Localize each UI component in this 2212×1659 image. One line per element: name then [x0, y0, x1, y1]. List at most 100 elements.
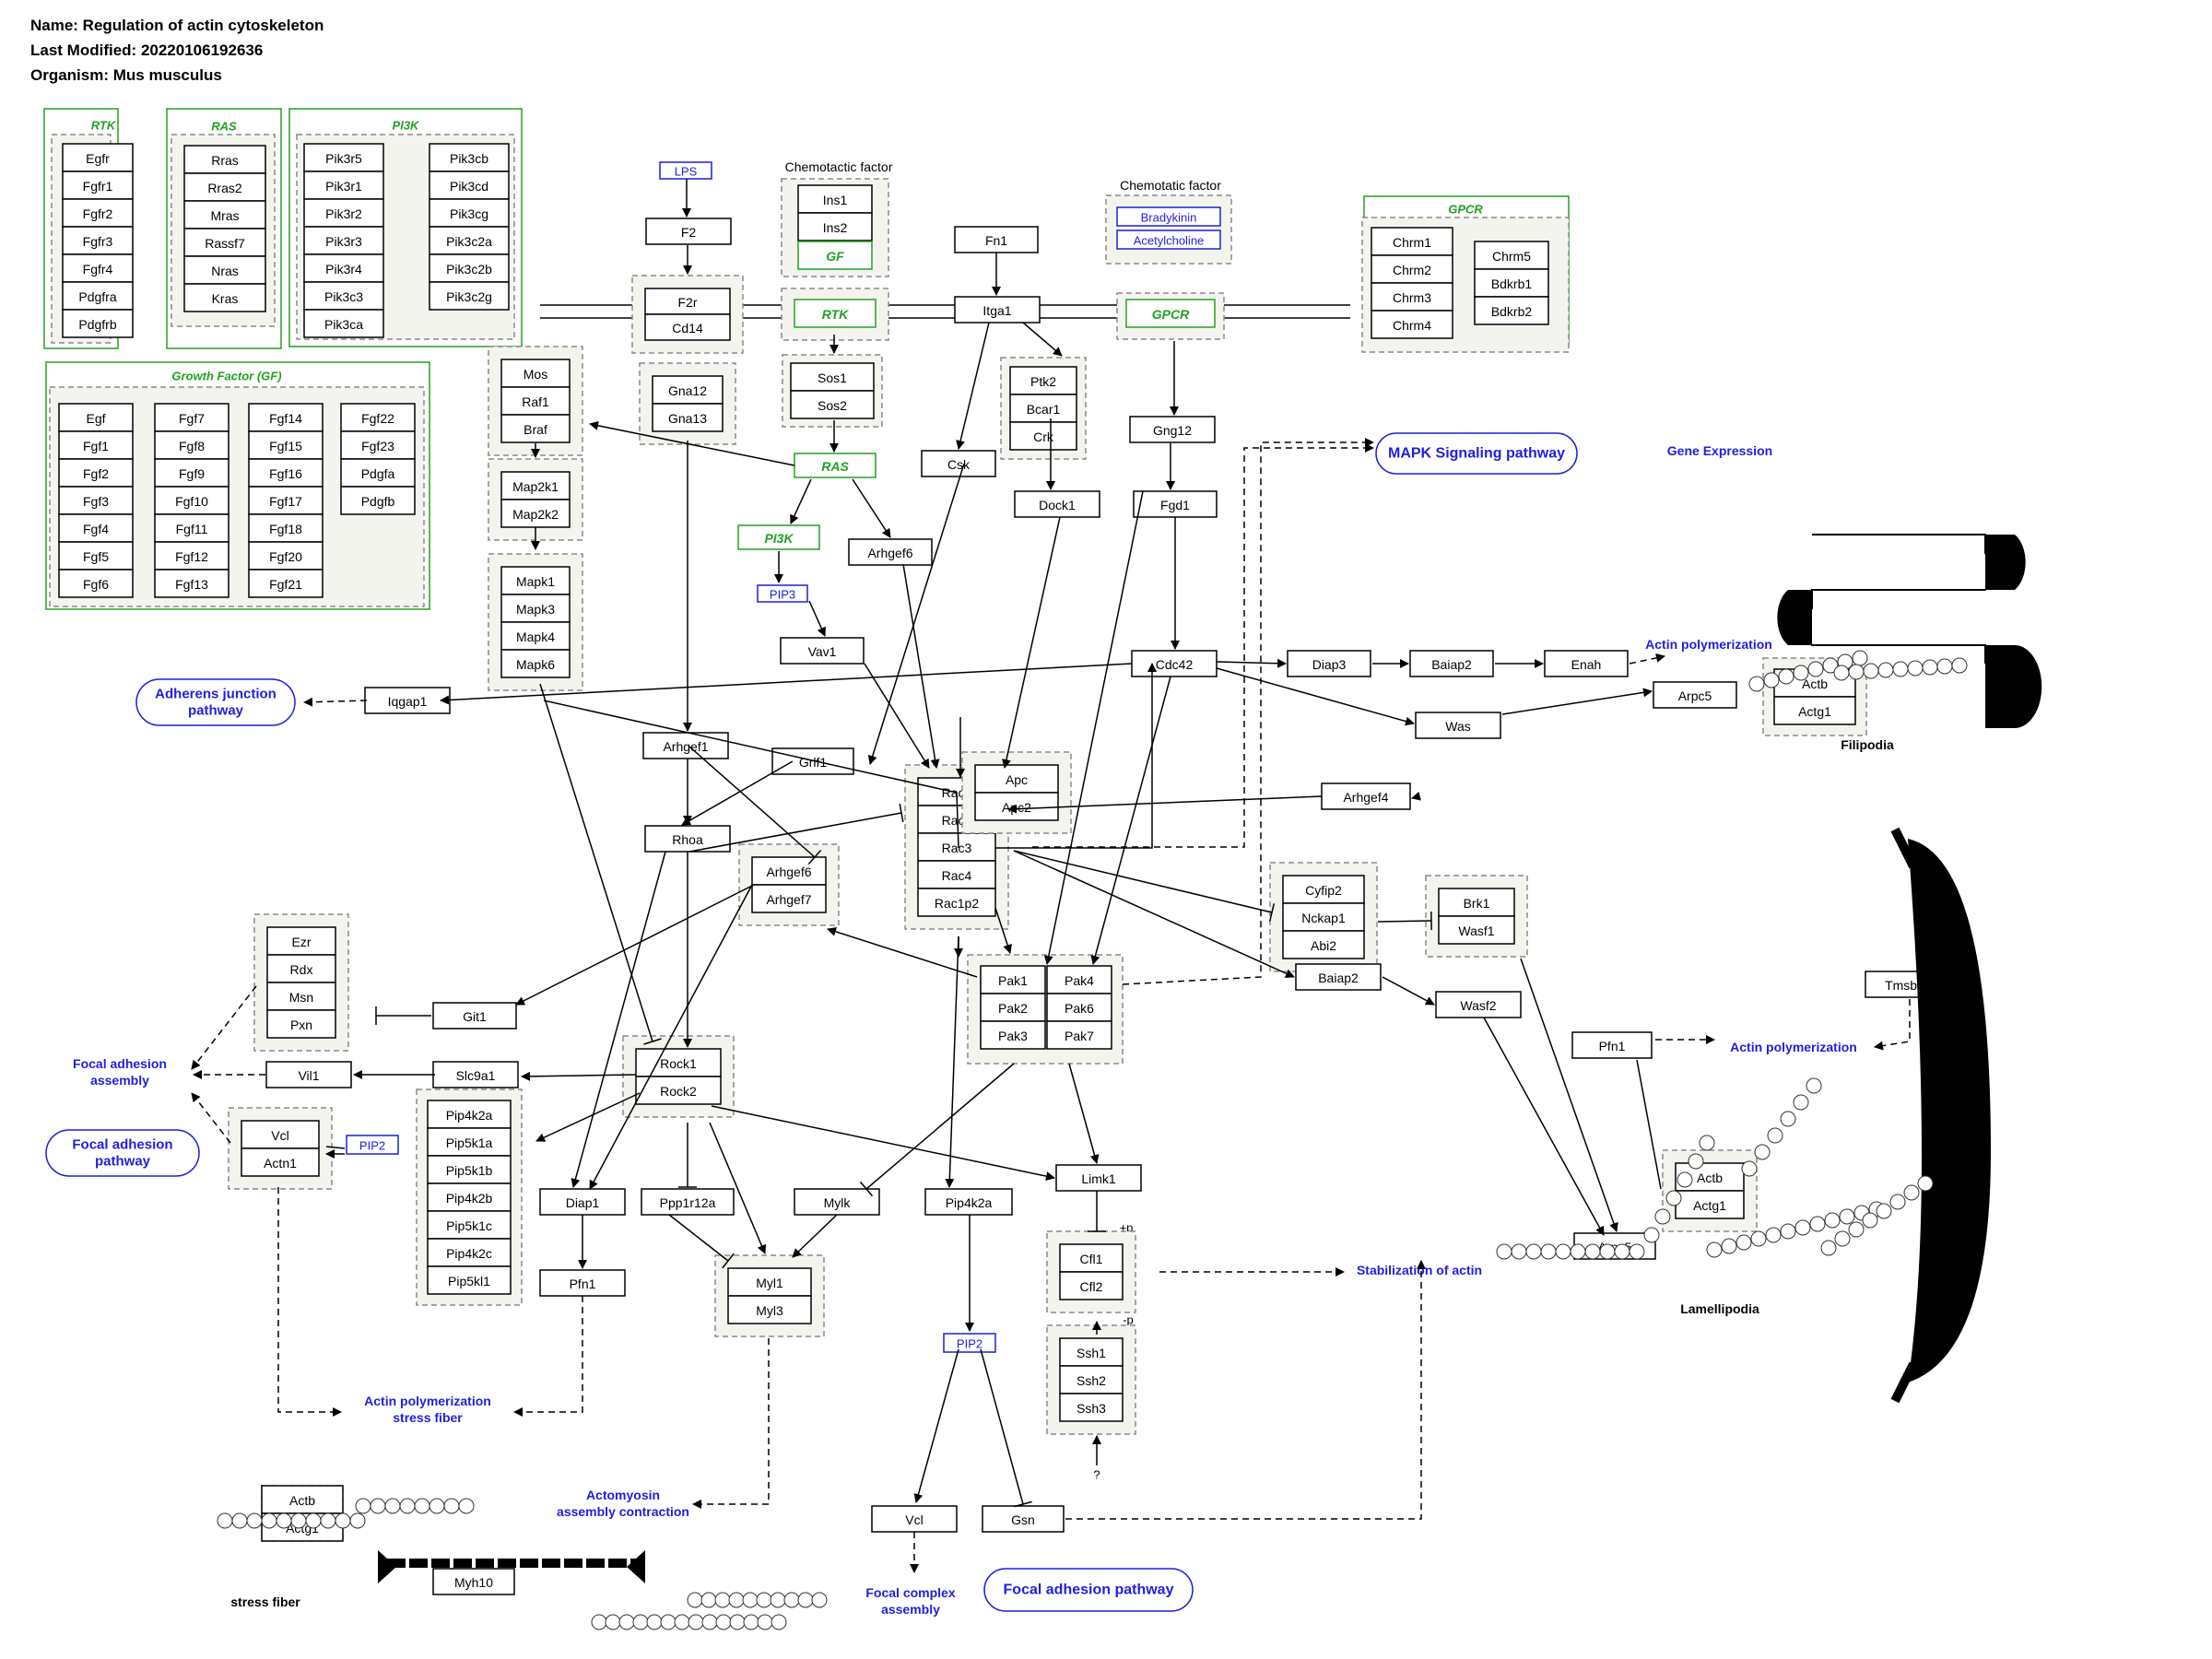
gene-fgfr3[interactable]: Fgfr3	[62, 226, 134, 255]
gene-pik3r1[interactable]: Pik3r1	[303, 171, 384, 200]
gene-git1[interactable]: Git1	[432, 1002, 517, 1030]
gene-mos[interactable]: Mos	[500, 359, 571, 388]
gene-grlf1[interactable]: Grlf1	[771, 747, 854, 775]
gene-arhgef6[interactable]: Arhgef6	[848, 538, 933, 566]
gene-gsn[interactable]: Gsn	[982, 1505, 1065, 1533]
gene-rac1p2[interactable]: Rac1p2	[917, 888, 996, 917]
gene-pip5k1a[interactable]: Pip5k1a	[427, 1127, 512, 1157]
gene-cyfip2[interactable]: Cyfip2	[1282, 875, 1365, 904]
gene-f2r[interactable]: F2r	[644, 288, 731, 315]
gene-apc2[interactable]: Apc2	[974, 792, 1059, 821]
gene-chrm2[interactable]: Chrm2	[1371, 254, 1453, 284]
gene-fgf7[interactable]: Fgf7	[154, 403, 229, 432]
gene-pxn[interactable]: Pxn	[266, 1009, 336, 1039]
gene-rassf7[interactable]: Rassf7	[183, 228, 266, 257]
green-node-rtk[interactable]: RTK	[794, 299, 877, 328]
gene-fgf8[interactable]: Fgf8	[154, 430, 229, 460]
gene-fgfr4[interactable]: Fgfr4	[62, 253, 134, 283]
gene-arhgef7[interactable]: Arhgef7	[751, 884, 827, 913]
gene-bdkrb2[interactable]: Bdkrb2	[1474, 296, 1549, 325]
gene-msn[interactable]: Msn	[266, 982, 336, 1011]
gene-pik3c3[interactable]: Pik3c3	[303, 281, 384, 311]
gene-ssh2[interactable]: Ssh2	[1059, 1365, 1124, 1394]
gene-actg1[interactable]: Actg1	[1675, 1190, 1745, 1219]
gene-pik3r5[interactable]: Pik3r5	[303, 143, 384, 172]
gene-rhoa[interactable]: Rhoa	[644, 825, 731, 853]
green-node-pi3k[interactable]: PI3K	[737, 524, 820, 550]
gene-fgf2[interactable]: Fgf2	[58, 458, 134, 488]
gene-pik3cg[interactable]: Pik3cg	[429, 198, 510, 228]
gene-pik3r2[interactable]: Pik3r2	[303, 198, 384, 228]
gene-cd14[interactable]: Cd14	[644, 313, 731, 341]
gene-slc9a1[interactable]: Slc9a1	[432, 1061, 519, 1088]
gene-dock1[interactable]: Dock1	[1014, 490, 1100, 518]
gene-fgd1[interactable]: Fgd1	[1133, 490, 1218, 518]
gene-iqgap1[interactable]: Iqgap1	[364, 687, 451, 714]
pathway-focal-adhesion-bottom[interactable]: Focal adhesion pathway	[983, 1568, 1194, 1612]
gene-diap1[interactable]: Diap1	[539, 1188, 626, 1216]
metabolite-acetylcholine[interactable]: Acetylcholine	[1116, 229, 1221, 250]
gene-fgf18[interactable]: Fgf18	[248, 513, 324, 543]
gene-pik3cb[interactable]: Pik3cb	[429, 143, 510, 172]
metabolite-pip2[interactable]: PIP2	[346, 1135, 399, 1155]
gene-arhgef6[interactable]: Arhgef6	[751, 856, 827, 886]
gene-ezr[interactable]: Ezr	[266, 926, 336, 956]
gene-chrm4[interactable]: Chrm4	[1371, 310, 1453, 339]
gene-bdkrb1[interactable]: Bdkrb1	[1474, 268, 1549, 298]
gene-braf[interactable]: Braf	[500, 414, 571, 443]
gene-fgf17[interactable]: Fgf17	[248, 486, 324, 515]
gene-pip4k2c[interactable]: Pip4k2c	[427, 1238, 512, 1267]
gene-fgf22[interactable]: Fgf22	[340, 403, 416, 432]
gene-abi2[interactable]: Abi2	[1282, 930, 1365, 959]
gene-csk[interactable]: Csk	[921, 450, 996, 477]
gene-mapk6[interactable]: Mapk6	[500, 649, 571, 678]
gene-fgf23[interactable]: Fgf23	[340, 430, 416, 460]
gene-wasf2[interactable]: Wasf2	[1435, 991, 1522, 1018]
gene-enah[interactable]: Enah	[1544, 650, 1629, 677]
gene-egfr[interactable]: Egfr	[62, 143, 134, 172]
gene-rac4[interactable]: Rac4	[917, 860, 996, 889]
metabolite-bradykinin[interactable]: Bradykinin	[1116, 206, 1221, 227]
gene-pik3c2b[interactable]: Pik3c2b	[429, 253, 510, 283]
gene-fgf11[interactable]: Fgf11	[154, 513, 229, 543]
gene-wasf1[interactable]: Wasf1	[1438, 915, 1515, 945]
gene-kras[interactable]: Kras	[183, 283, 266, 312]
gene-vcl[interactable]: Vcl	[871, 1505, 958, 1533]
gene-cdc42[interactable]: Cdc42	[1131, 650, 1218, 677]
gene-mapk3[interactable]: Mapk3	[500, 594, 571, 623]
gene-fgf5[interactable]: Fgf5	[58, 541, 134, 571]
gene-nras[interactable]: Nras	[183, 255, 266, 285]
gene-pip4k2b[interactable]: Pip4k2b	[427, 1182, 512, 1212]
gene-pdgfa[interactable]: Pdgfa	[340, 458, 416, 488]
gene-crk[interactable]: Crk	[1009, 421, 1077, 451]
gene-nckap1[interactable]: Nckap1	[1282, 902, 1365, 932]
gene-pak7[interactable]: Pak7	[1046, 1020, 1112, 1050]
gene-sos1[interactable]: Sos1	[790, 362, 875, 392]
gene-map2k1[interactable]: Map2k1	[500, 471, 571, 500]
gene-ssh1[interactable]: Ssh1	[1059, 1337, 1124, 1367]
gene-fgf21[interactable]: Fgf21	[248, 569, 324, 598]
gene-gna12[interactable]: Gna12	[652, 375, 724, 405]
gene-pip5k1b[interactable]: Pip5k1b	[427, 1155, 512, 1184]
gene-fgf1[interactable]: Fgf1	[58, 430, 134, 460]
gene-vcl[interactable]: Vcl	[241, 1120, 320, 1149]
gene-myl3[interactable]: Myl3	[727, 1295, 812, 1324]
gene-pdgfra[interactable]: Pdgfra	[62, 281, 134, 311]
gene-chrm5[interactable]: Chrm5	[1474, 241, 1549, 270]
gene-brk1[interactable]: Brk1	[1438, 888, 1515, 917]
gene-was[interactable]: Was	[1415, 712, 1501, 739]
gene-cfl2[interactable]: Cfl2	[1059, 1271, 1124, 1300]
gene-fgf9[interactable]: Fgf9	[154, 458, 229, 488]
gene-actn1[interactable]: Actn1	[241, 1147, 320, 1177]
metabolite-pip2-lower[interactable]: PIP2	[943, 1333, 996, 1353]
gene-rac3[interactable]: Rac3	[917, 832, 996, 862]
gene-pip5k1c[interactable]: Pip5k1c	[427, 1210, 512, 1240]
gene-myl1[interactable]: Myl1	[727, 1267, 812, 1297]
gene-pfn1[interactable]: Pfn1	[539, 1269, 626, 1297]
gene-mras[interactable]: Mras	[183, 200, 266, 229]
gene-pip4k2a[interactable]: Pip4k2a	[924, 1188, 1013, 1216]
gene-f2[interactable]: F2	[645, 218, 732, 245]
gene-bcar1[interactable]: Bcar1	[1009, 394, 1077, 423]
gene-mylk[interactable]: Mylk	[794, 1188, 880, 1216]
